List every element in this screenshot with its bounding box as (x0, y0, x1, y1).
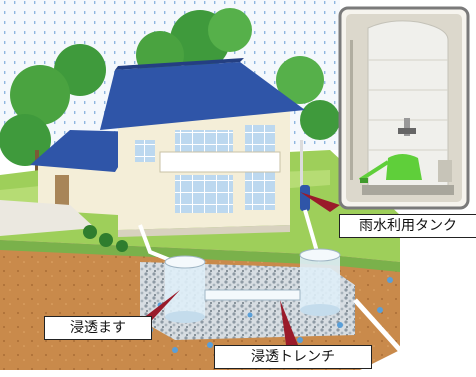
tree-group (0, 8, 340, 190)
house (30, 58, 310, 237)
rain-tank-photo (338, 6, 470, 210)
infiltration-basin-right (299, 248, 341, 316)
infiltration-basin-left (164, 255, 206, 323)
rain-tank-label: 雨水利用タンク (339, 214, 476, 238)
infiltration-basin-label: 浸透ます (44, 316, 152, 340)
shrubs (83, 225, 128, 252)
infiltration-trench-label: 浸透トレンチ (214, 345, 372, 369)
